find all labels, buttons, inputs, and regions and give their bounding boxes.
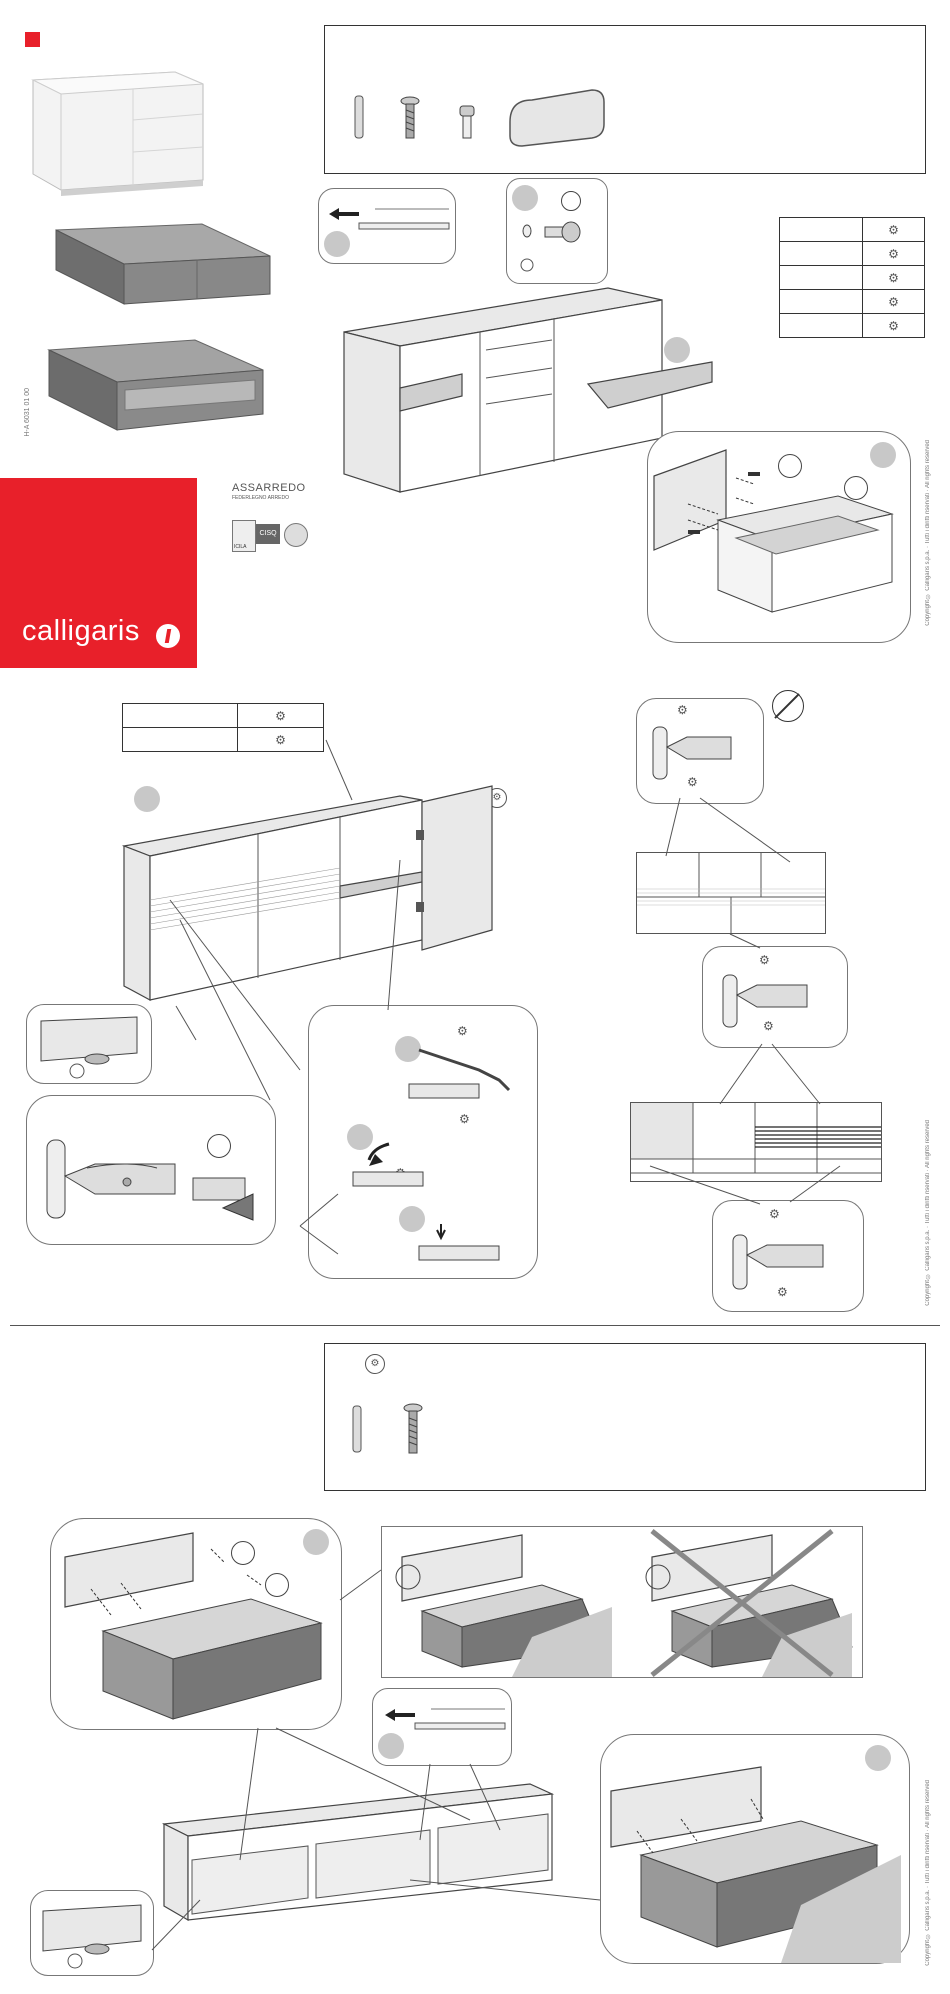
arrow-down-icon [436, 1224, 446, 1241]
step-marker [303, 1529, 329, 1555]
curved-arrow-icon [367, 1142, 390, 1161]
product-tv-unit-grey [55, 223, 271, 305]
callout-drawer-runner-2 [372, 1688, 512, 1766]
no-tool-icon [772, 690, 804, 722]
wrong-example [645, 1529, 853, 1677]
step-marker [399, 1206, 425, 1232]
federlegno-label: FEDERLEGNO ARREDO [232, 495, 289, 501]
hardware-parts [354, 89, 605, 147]
front-view-1 [636, 852, 826, 934]
pin-icon [459, 105, 475, 139]
csq-logo: CISQ [256, 524, 280, 544]
table-row: ⚙ [122, 703, 324, 728]
wrench-icon: ⚙ [237, 727, 324, 752]
screw-icon [400, 96, 420, 139]
wrench-icon: ⚙ [777, 1285, 788, 1299]
step-marker [378, 1733, 404, 1759]
callout-drawer-runner [318, 188, 456, 264]
step-marker-empty [778, 454, 802, 478]
wrench-icon: ⚙ [677, 703, 688, 717]
tv-unit-drawing [161, 1783, 555, 1922]
wrench-icon: ⚙ [365, 1354, 385, 1374]
step-marker [134, 786, 160, 812]
table-row: ⚙ [779, 217, 925, 242]
wrench-icon: ⚙ [457, 1024, 468, 1038]
comparison-panel [381, 1526, 863, 1678]
callout-drawer-front-2 [600, 1734, 910, 1964]
arrow-left-icon [329, 208, 359, 220]
wrench-icon: ⚙ [862, 313, 925, 338]
sideboard-doors-drawing [121, 785, 493, 1002]
wrench-icon: ⚙ [687, 775, 698, 789]
callout-drawer-front-1 [50, 1518, 342, 1730]
brand-square [25, 32, 40, 47]
wrench-icon: ⚙ [759, 953, 770, 967]
callout-hinge-a: ⚙ ⚙ [636, 698, 764, 804]
wrench-icon: ⚙ [862, 217, 925, 242]
cert-logos: ICILA CISQ [232, 520, 308, 552]
callout-hinge-steps: ⚙ ⚙ ⚙ [308, 1005, 538, 1279]
step-marker [664, 337, 690, 363]
table-row: ⚙ [122, 727, 324, 752]
front-view-2 [630, 1102, 882, 1182]
callout-foot-pad-2 [30, 1890, 154, 1976]
hardware-box-2: ⚙ [324, 1343, 926, 1491]
iqnet-logo [284, 523, 308, 547]
icila-logo: ICILA [232, 520, 256, 552]
table-row: ⚙ [779, 265, 925, 290]
brand-wordmark: calligaris [22, 615, 140, 647]
callout-foot-pad [26, 1004, 152, 1084]
step-marker [870, 442, 896, 468]
brand-block: calligaris [0, 478, 197, 668]
callout-hinge-c: ⚙ ⚙ [712, 1200, 864, 1312]
step-marker-empty [844, 476, 868, 500]
arrow-left-icon [385, 1709, 415, 1721]
step-marker [512, 185, 538, 211]
assarredo-label: ASSARREDO [232, 482, 306, 494]
product-tv-unit-open [47, 339, 264, 431]
hardware-box-1 [324, 25, 926, 174]
step-marker [865, 1745, 891, 1771]
callout-hinge-b: ⚙ ⚙ [702, 946, 848, 1048]
step-marker [347, 1124, 373, 1150]
callout-drawer-assembly [647, 431, 911, 643]
callout-shelf-pin [506, 178, 608, 284]
wrench-icon: ⚙ [769, 1207, 780, 1221]
step-marker [395, 1036, 421, 1062]
callout-hinge-clip [26, 1095, 276, 1245]
table-row: ⚙ [779, 313, 925, 338]
product-sideboard-white [31, 71, 204, 196]
icila-label: ICILA [234, 544, 247, 550]
correct-example [395, 1534, 612, 1677]
parts-table-1: ⚙ ⚙ ⚙ ⚙ ⚙ [779, 217, 925, 338]
step-marker [324, 231, 350, 257]
step-marker-empty [561, 191, 581, 211]
wrench-icon: ⚙ [459, 1112, 470, 1126]
cert-assarredo: ASSARREDO FEDERLEGNO ARREDO [232, 482, 306, 501]
sideboard-exploded-top [343, 287, 713, 493]
brand-logo-icon [156, 624, 180, 648]
section-divider [10, 1325, 940, 1326]
step-marker-empty [265, 1573, 289, 1597]
step-marker-empty [207, 1134, 231, 1158]
table-row: ⚙ [779, 241, 925, 266]
wrench-icon: ⚙ [763, 1019, 774, 1033]
csq-label: CISQ [259, 530, 277, 537]
step-marker-empty [231, 1541, 255, 1565]
parts-table-2: ⚙ ⚙ [122, 703, 324, 752]
